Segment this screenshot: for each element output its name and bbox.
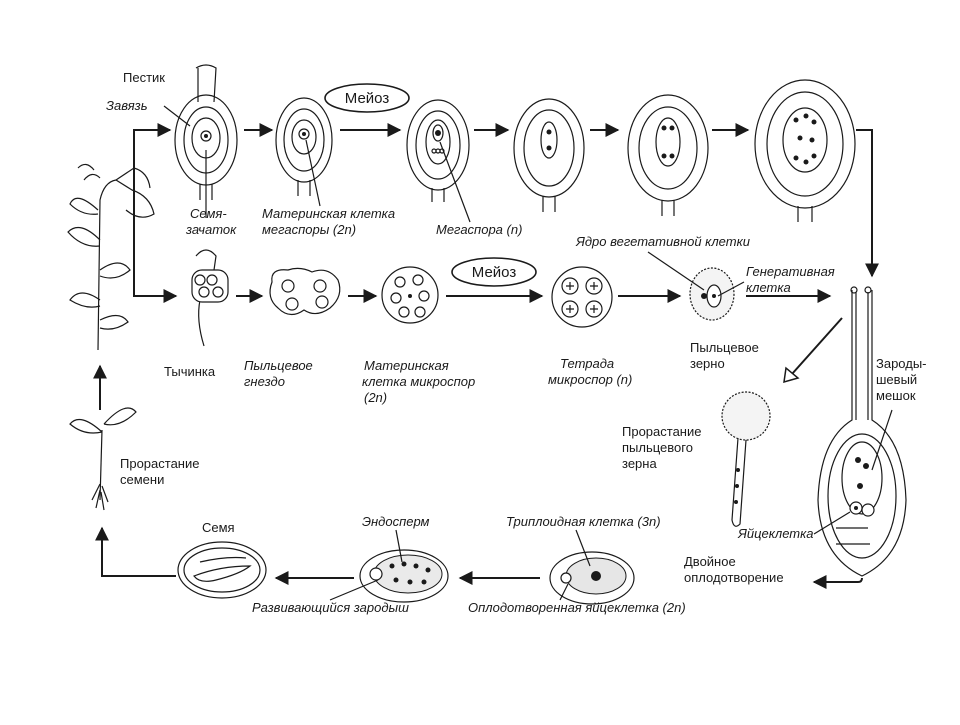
leader-egg-cell [813, 511, 851, 535]
microspore-mother-cell [381, 266, 439, 324]
label-megaspore: Мегаспора (n) [436, 222, 522, 237]
label-stamen: Тычинка [164, 364, 216, 379]
leader-generative [717, 281, 745, 297]
pollen-grain [689, 267, 735, 321]
label-megaspore-mother-2: мегаспоры (2n) [262, 222, 356, 237]
pollen-sac-drawing [269, 267, 341, 316]
meiosis-mid-badge: Мейоз [451, 257, 537, 287]
embryo-sac-with-pollen-tube [817, 286, 907, 577]
label-pollen-germ-3: зерна [622, 456, 657, 471]
leader-endosperm [395, 529, 403, 563]
fertilized-egg-cell [549, 551, 635, 605]
arrow-double-fert [812, 575, 863, 589]
leader-embryo-sac [871, 409, 893, 471]
label-embryo-sac-2: шевый [876, 372, 917, 387]
ovule-stage-3-megaspore [406, 99, 470, 202]
label-double-fert: Двойное [684, 554, 736, 569]
leader-megaspore-mother [305, 139, 321, 207]
arrow-to-embryo-sac [856, 129, 879, 278]
label-pollen-sac: Пыльцевое [244, 358, 313, 373]
label-fertilized-egg: Оплодотворенная яйцеклетка (2n) [468, 600, 686, 615]
label-generative: Генеративная [746, 264, 835, 279]
label-pollen-sac-2: гнездо [244, 374, 285, 389]
label-embryo-sac: Зароды- [876, 356, 927, 371]
label-developing-embryo: Развивающийся зародыш [252, 600, 409, 615]
label-microspore-mother-2: клетка микроспор [362, 374, 475, 389]
arrow-head-hollow [783, 366, 800, 384]
label-double-fert-2: оплодотворение [684, 570, 784, 585]
label-embryo-sac-3: мешок [876, 388, 916, 403]
label-pistil: Пестик [123, 70, 165, 85]
endosperm-drawing [359, 549, 449, 603]
leader-fertilized-egg [559, 583, 569, 601]
label-microspore-mother: Материнская [364, 358, 449, 373]
label-pollen-germ-2: пыльцевого [622, 440, 693, 455]
label-endosperm: Эндосперм [362, 514, 430, 529]
arrow-seed-to-seedling [95, 526, 176, 577]
arrow-plant-to-pistil [133, 123, 172, 180]
arrow-to-pollen-germ [791, 317, 843, 375]
label-seed-germ: Прорастание [120, 456, 199, 471]
label-veg-nucleus: Ядро вегетативной клетки [575, 234, 750, 249]
meiosis-top-badge: Мейоз [324, 83, 410, 113]
stamen-drawing [191, 249, 229, 347]
microspore-tetrad [551, 266, 613, 328]
leader-developing-embryo [329, 579, 379, 601]
ovule-stage-5 [627, 94, 709, 216]
flowering-plant-drawing [67, 163, 155, 351]
seedling-drawing [69, 407, 137, 511]
meiosis-mid-label: Мейоз [472, 264, 517, 281]
label-pollen-grain: Пыльцевое [690, 340, 759, 355]
label-tetrad-2: микроспор (n) [548, 372, 632, 387]
label-megaspore-mother: Материнская клетка [262, 206, 395, 221]
leader-megaspore [439, 141, 471, 223]
leader-triploid [575, 529, 591, 567]
meiosis-top-label: Мейоз [345, 90, 390, 107]
seed-drawing [177, 541, 267, 599]
label-ovule-2: зачаток [185, 222, 237, 237]
label-generative-2: клетка [746, 280, 791, 295]
label-seed-germ-2: семени [120, 472, 164, 487]
label-egg-cell: Яйцеклетка [737, 526, 814, 541]
germinating-pollen-grain [721, 391, 771, 527]
ovule-stage-6 [754, 79, 856, 222]
label-tetrad: Тетрада [560, 356, 614, 371]
label-pollen-grain-2: зерно [690, 356, 725, 371]
label-ovary: Завязь [106, 98, 148, 113]
leader-ovary [163, 105, 191, 127]
ovule-stage-4 [513, 98, 585, 212]
label-microspore-mother-3: (2n) [364, 390, 387, 405]
label-ovule: Семя- [190, 206, 227, 221]
leader-veg-nucleus [647, 251, 705, 291]
label-seed: Семя [202, 520, 235, 535]
ovule-stage-2 [275, 97, 333, 196]
label-triploid: Триплоидная клетка (3n) [506, 514, 661, 529]
arrow-plant-to-stamen [133, 180, 178, 303]
label-pollen-germ: Прорастание [622, 424, 701, 439]
